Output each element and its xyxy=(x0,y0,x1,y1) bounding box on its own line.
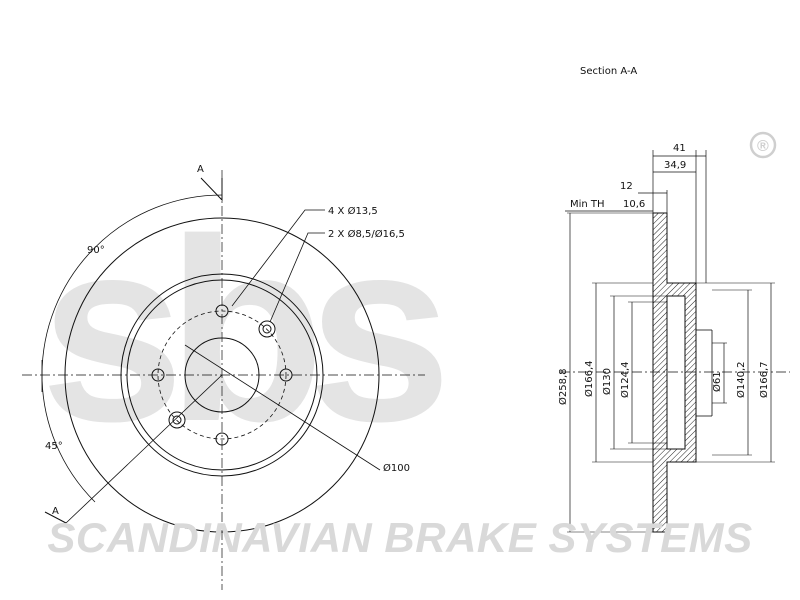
pcd-circle xyxy=(157,310,287,440)
section-title: Section A-A xyxy=(580,66,637,77)
friction-ring-inner-edge xyxy=(120,273,324,477)
pcd-leader xyxy=(184,344,381,471)
section-cut-top xyxy=(200,177,223,202)
bolt-hole xyxy=(215,304,229,318)
dia-label-166-7: Ø166,7 xyxy=(758,362,770,399)
bolt-hole xyxy=(151,368,165,382)
front-view-labels: A A 90° 45° 4 X Ø13,5 2 X Ø8,5/Ø16,5 Ø10… xyxy=(45,164,410,517)
section-marker-top: A xyxy=(197,164,204,175)
counterbore-hole-inner xyxy=(262,324,272,334)
registered-mark: ® xyxy=(749,131,777,159)
counterbore-hole xyxy=(168,411,186,429)
diameter-dimension-lines xyxy=(569,213,772,532)
center-bore xyxy=(184,337,260,413)
counterbore-hole-inner xyxy=(172,415,182,425)
front-view xyxy=(22,170,425,590)
width-dimensions xyxy=(565,150,707,283)
min-th-value: 10,6 xyxy=(623,199,645,210)
dia-label-140-2: Ø140,2 xyxy=(735,362,747,399)
watermark-text: SCANDINAVIAN BRAKE SYSTEMS xyxy=(47,514,752,561)
bolt-hole xyxy=(279,368,293,382)
dia-label-61: Ø61 xyxy=(711,371,723,392)
angle-label-90: 90° xyxy=(87,245,105,256)
callout-leader-holes-1 xyxy=(231,209,325,307)
bolt-hole xyxy=(215,432,229,446)
section-view xyxy=(560,150,790,533)
counterbore-hole xyxy=(258,320,276,338)
diameter-extension-lines xyxy=(567,212,775,533)
hat-cavity xyxy=(666,295,686,450)
angle-label-45: 45° xyxy=(45,441,63,452)
pcd-label: Ø100 xyxy=(383,462,410,474)
section-cut-bottom xyxy=(44,511,67,524)
section-cut-line xyxy=(65,374,223,524)
dim-label-41: 41 xyxy=(673,143,686,154)
hat-outer-edge xyxy=(126,279,318,471)
dim-label-34-9: 34,9 xyxy=(664,160,686,171)
dia-label-124-4: Ø124,4 xyxy=(619,362,631,399)
callout-holes-2: 2 X Ø8,5/Ø16,5 xyxy=(328,228,405,240)
dia-label-166-4: Ø166,4 xyxy=(583,361,595,398)
angle-arc-45 xyxy=(41,374,96,503)
section-view-labels: Section A-A 41 34,9 12 Min TH 10,6 Ø258,… xyxy=(557,66,770,405)
registered-mark-text: ® xyxy=(757,138,769,155)
angle-arc-90 xyxy=(41,194,223,376)
callout-leader-holes-2 xyxy=(269,232,325,323)
min-th-label: Min TH xyxy=(570,199,605,210)
disc-outer-edge xyxy=(64,217,380,533)
registered-circle-icon xyxy=(749,131,777,159)
dia-label-130: Ø130 xyxy=(601,368,613,395)
dim-label-12: 12 xyxy=(620,181,633,192)
section-marker-bottom: A xyxy=(52,506,59,517)
callout-holes-1: 4 X Ø13,5 xyxy=(328,205,378,217)
dia-label-258-8: Ø258,8 xyxy=(557,369,569,406)
